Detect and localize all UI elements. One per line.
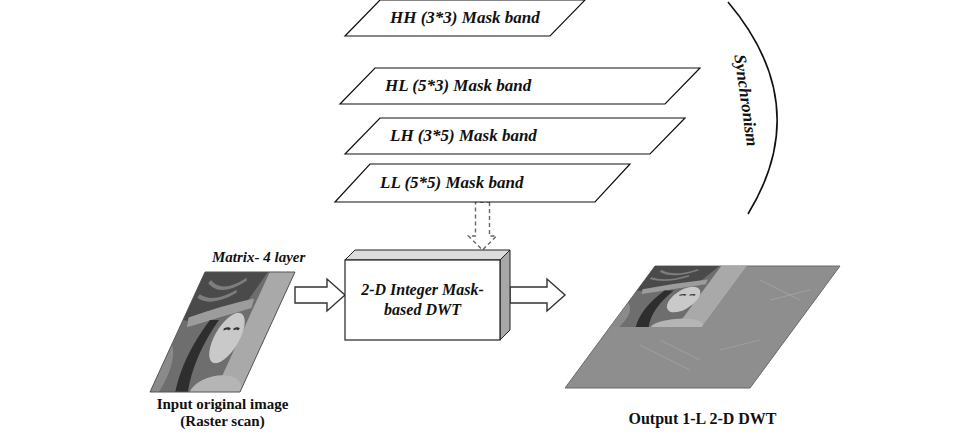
box-top-face — [345, 250, 510, 260]
image-caption: Input original image (Raster scan) — [133, 396, 313, 431]
band-parallelogram — [345, 0, 585, 36]
output-detail-subbands — [640, 280, 810, 370]
input-image-picture — [142, 272, 295, 409]
band-text-holder: LL (5*5) Mask band — [335, 164, 523, 202]
image-panel: Output 1-L 2-D DWT — [565, 266, 840, 388]
image-panel: Input original image (Raster scan) — [150, 272, 295, 392]
matrix-label: Matrix- 4 layer — [212, 249, 305, 266]
band-parallelogram — [340, 68, 700, 104]
band-text-holder: HH (3*3) Mask band — [345, 0, 540, 36]
mask-band: LL (5*5) Mask band — [335, 164, 630, 202]
hollow-block-arrow — [510, 279, 565, 311]
box-front-face — [345, 260, 500, 340]
mask-band: LH (3*5) Mask band — [345, 118, 685, 154]
mask-band: HH (3*3) Mask band — [345, 0, 585, 36]
dashed-hollow-arrow — [469, 202, 497, 250]
band-label: HH (3*3) Mask band — [390, 8, 540, 28]
mask-band: HL (5*3) Mask band — [340, 68, 700, 104]
process-box: 2-D Integer Mask-based DWT — [345, 250, 510, 340]
box-side-face — [500, 250, 510, 340]
band-parallelogram — [345, 118, 685, 154]
image-caption: Output 1-L 2-D DWT — [628, 410, 776, 428]
band-parallelogram — [335, 164, 630, 202]
output-ll-subband — [604, 266, 747, 336]
synchronism-arc — [728, 2, 777, 214]
band-label: HL (5*3) Mask band — [385, 76, 531, 96]
band-label: LH (3*5) Mask band — [390, 126, 537, 146]
output-image-ground — [565, 266, 840, 388]
process-label: 2-D Integer Mask-based DWT — [359, 280, 486, 320]
hollow-block-arrow — [295, 279, 345, 311]
band-text-holder: LH (3*5) Mask band — [345, 118, 537, 154]
band-label: LL (5*5) Mask band — [380, 173, 523, 193]
box-text-holder: 2-D Integer Mask-based DWT — [345, 260, 500, 340]
sync-label: Synchronism — [729, 53, 760, 147]
input-image-frame — [150, 272, 295, 392]
band-text-holder: HL (5*3) Mask band — [340, 68, 531, 104]
